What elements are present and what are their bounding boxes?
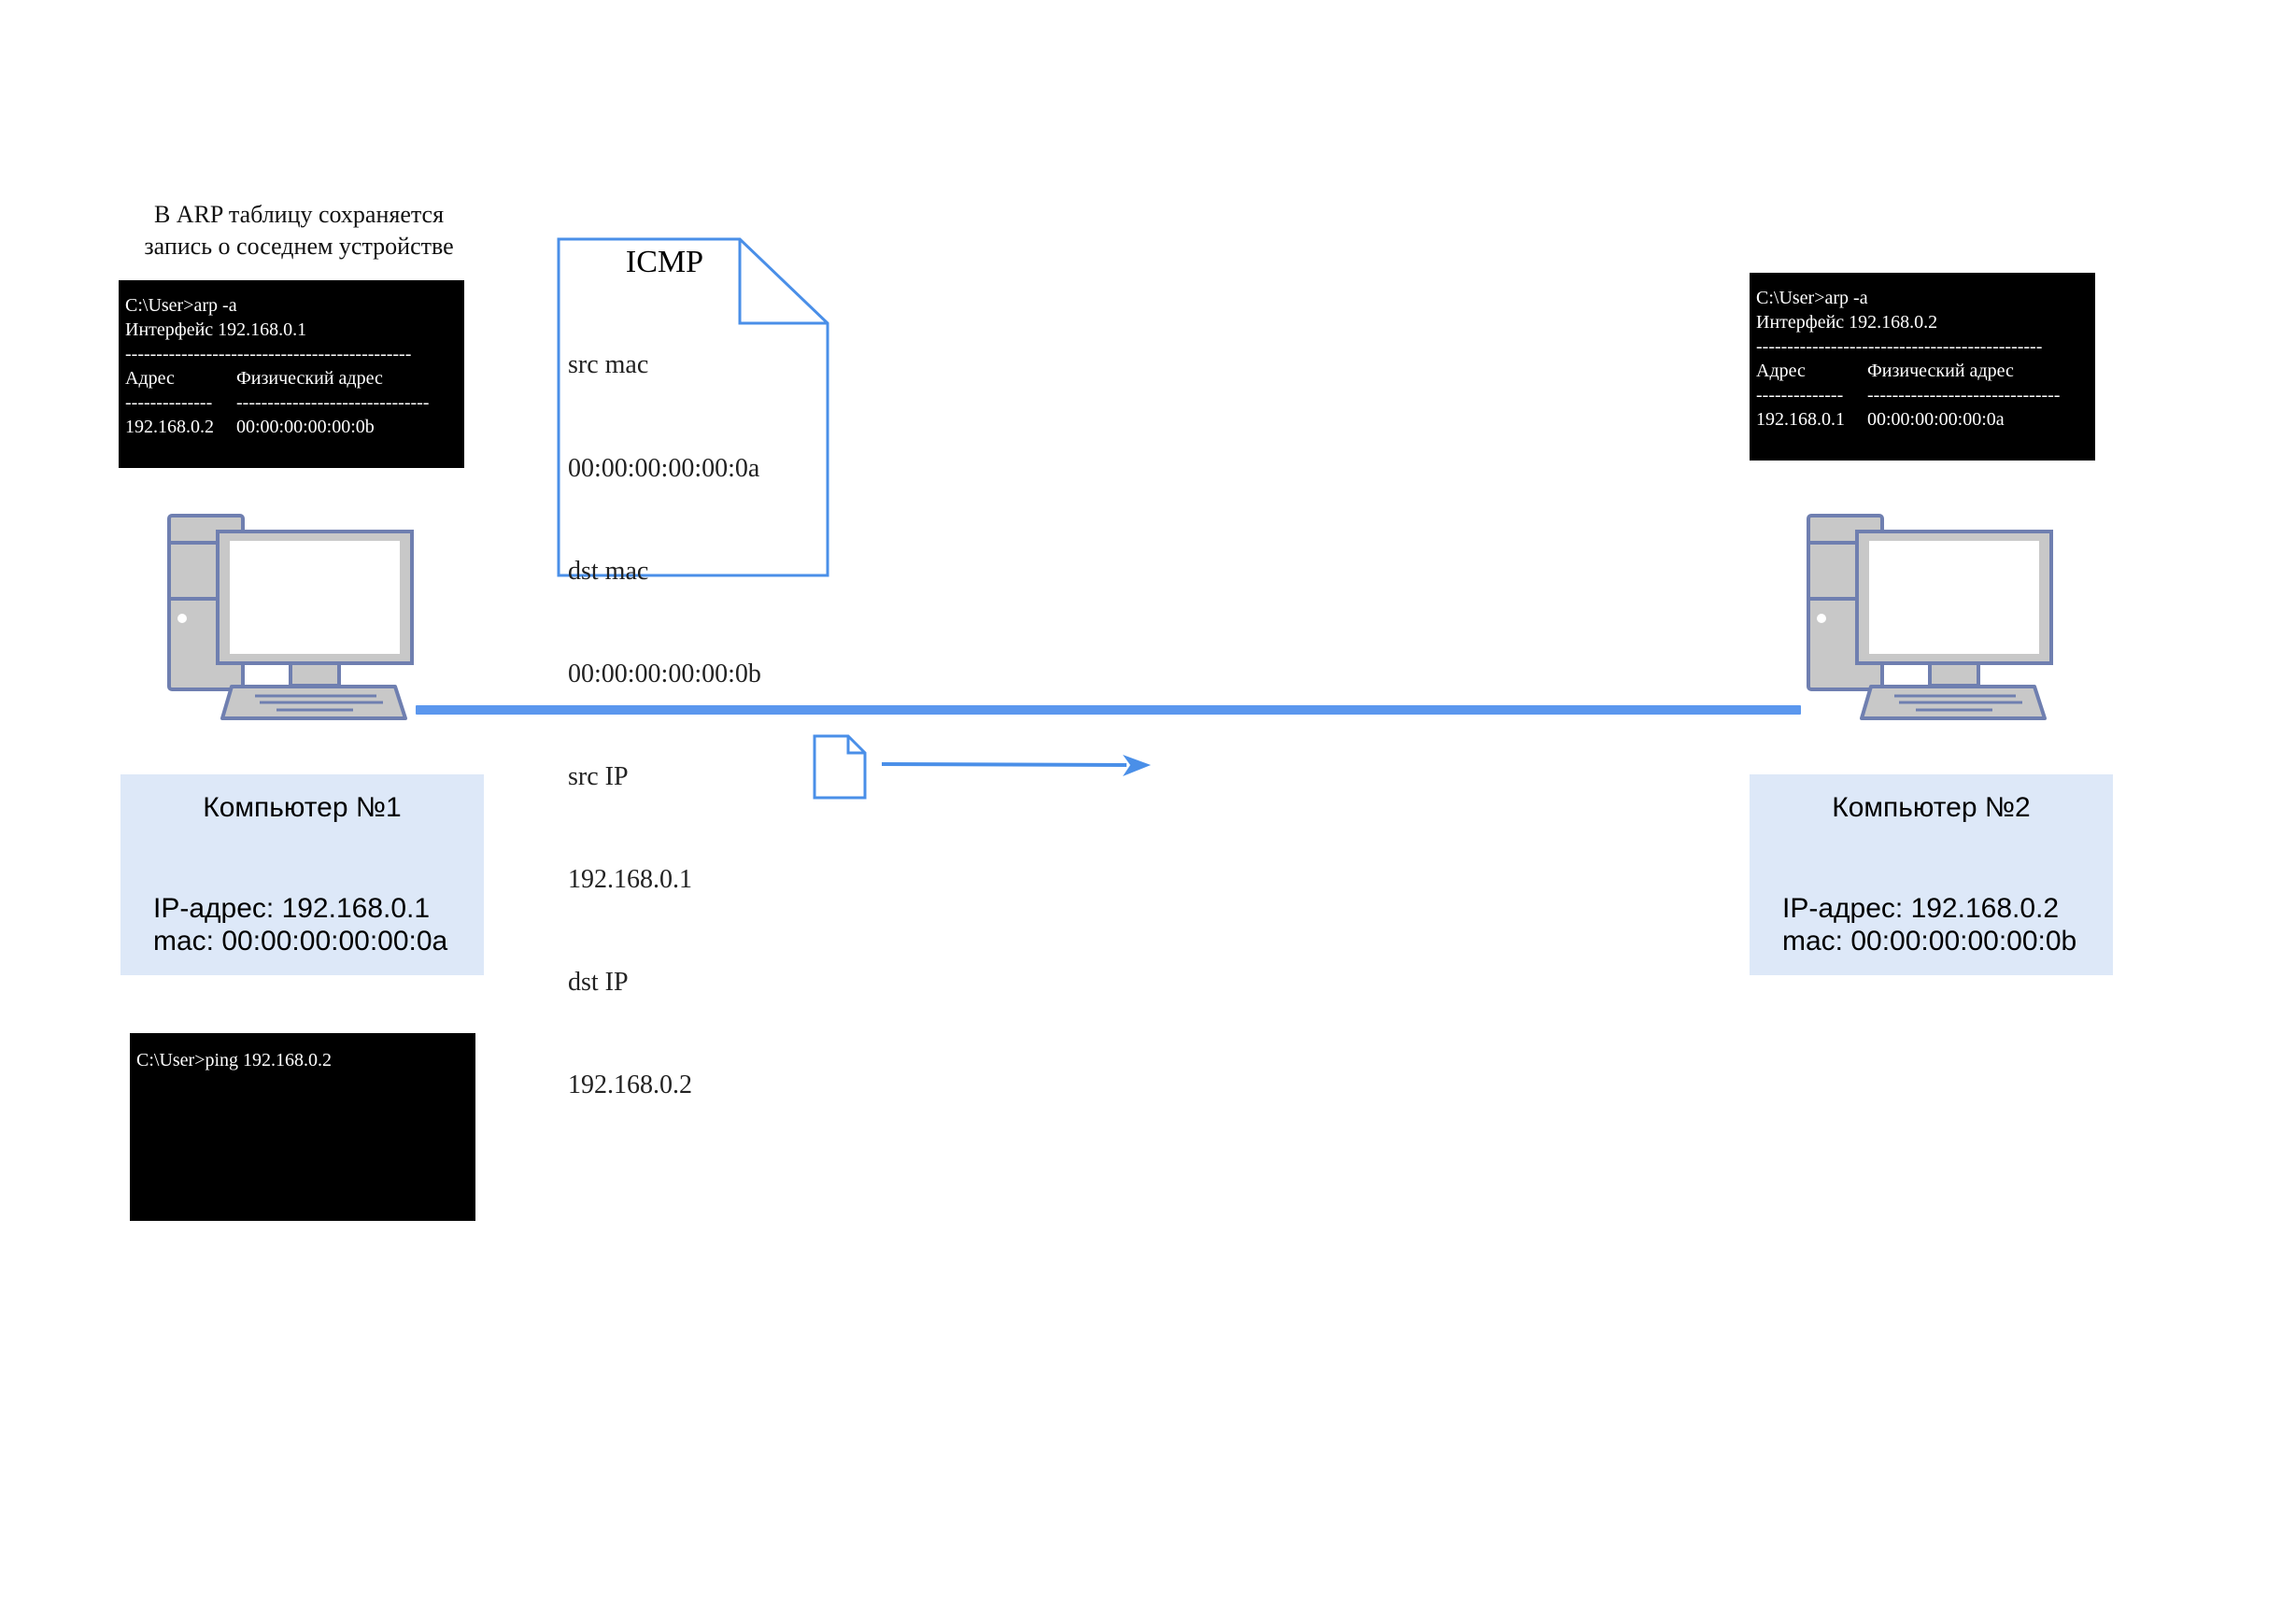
packet-field: 00:00:00:00:00:0b: [568, 659, 761, 688]
terminal-data-row: 192.168.0.1 00:00:00:00:00:0a: [1756, 407, 2095, 432]
arp-terminal-right: C:\User>arp -a Интерфейс 192.168.0.2 ---…: [1750, 273, 2095, 461]
desktop-computer-icon: [167, 514, 414, 720]
computer-ip: IP-адрес: 192.168.0.1: [153, 893, 431, 924]
terminal-command: C:\User>arp -a: [1756, 288, 1868, 308]
row-address: 192.168.0.2: [125, 417, 214, 437]
packet-fields: src mac 00:00:00:00:00:0a dst mac 00:00:…: [568, 280, 761, 1137]
terminal-command: C:\User>arp -a: [125, 295, 237, 316]
packet-field: src mac: [568, 350, 649, 380]
dash-address: --------------: [125, 392, 213, 413]
computer-name: Компьютер №2: [1832, 792, 2031, 823]
col-address-header: Адрес: [1756, 361, 1806, 381]
arp-caption-line1: В ARP таблицу сохраняется: [153, 201, 445, 228]
packet-icon: [813, 734, 869, 804]
col-address-header: Адрес: [125, 368, 175, 389]
terminal-separator: ----------------------------------------…: [1756, 336, 2043, 357]
terminal-data-row: 192.168.0.2 00:00:00:00:00:0b: [125, 415, 464, 439]
packet-field: src IP: [568, 761, 629, 791]
computer-info-left: Компьютер №1 IP-адрес: 192.168.0.1 mac: …: [120, 774, 484, 975]
computer-mac: mac: 00:00:00:00:00:0b: [1782, 926, 2077, 957]
computer-info-right: Компьютер №2 IP-адрес: 192.168.0.2 mac: …: [1750, 774, 2113, 975]
packet-field: 192.168.0.2: [568, 1070, 692, 1100]
row-physical: 00:00:00:00:00:0a: [1867, 409, 2005, 430]
document-icon: [557, 237, 829, 577]
terminal-header-row: Адрес Физический адрес: [1756, 359, 2095, 383]
packet-field: 192.168.0.1: [568, 864, 692, 894]
computer-mac: mac: 00:00:00:00:00:0a: [153, 926, 448, 957]
computer-ip: IP-адрес: 192.168.0.2: [1782, 893, 2060, 924]
computer-name: Компьютер №1: [203, 792, 402, 823]
col-physical-header: Физический адрес: [236, 368, 383, 389]
packet-title: ICMP: [625, 245, 704, 279]
dash-address: --------------: [1756, 385, 1844, 405]
terminal-interface: Интерфейс 192.168.0.2: [1756, 312, 1938, 333]
terminal-dash-row: -------------- -------------------------…: [125, 390, 464, 415]
arp-caption: В ARP таблицу сохраняется запись о сосед…: [93, 199, 504, 262]
ping-command: C:\User>ping 192.168.0.2: [136, 1050, 333, 1070]
terminal-dash-row: -------------- -------------------------…: [1756, 383, 2095, 407]
row-address: 192.168.0.1: [1756, 409, 1845, 430]
computer-icon-left: [166, 513, 418, 723]
terminal-interface: Интерфейс 192.168.0.1: [125, 319, 307, 340]
icmp-packet-document: [557, 237, 831, 577]
dash-physical: -------------------------------: [1867, 385, 2061, 405]
ping-terminal: C:\User>ping 192.168.0.2: [130, 1033, 475, 1221]
terminal-separator: ----------------------------------------…: [125, 344, 412, 364]
packet-field: dst mac: [568, 556, 649, 586]
arp-terminal-left: C:\User>arp -a Интерфейс 192.168.0.1 ---…: [119, 280, 464, 468]
desktop-computer-icon: [1807, 514, 2053, 720]
col-physical-header: Физический адрес: [1867, 361, 2014, 381]
direction-arrow-icon: [881, 752, 1153, 785]
packet-field: 00:00:00:00:00:0a: [568, 453, 760, 483]
packet-field: dst IP: [568, 967, 629, 997]
dash-physical: -------------------------------: [236, 392, 430, 413]
terminal-header-row: Адрес Физический адрес: [125, 366, 464, 390]
network-link: [416, 705, 1801, 715]
computer-icon-right: [1806, 513, 2058, 723]
row-physical: 00:00:00:00:00:0b: [236, 417, 375, 437]
arp-caption-line2: запись о соседнем устройстве: [144, 233, 454, 260]
